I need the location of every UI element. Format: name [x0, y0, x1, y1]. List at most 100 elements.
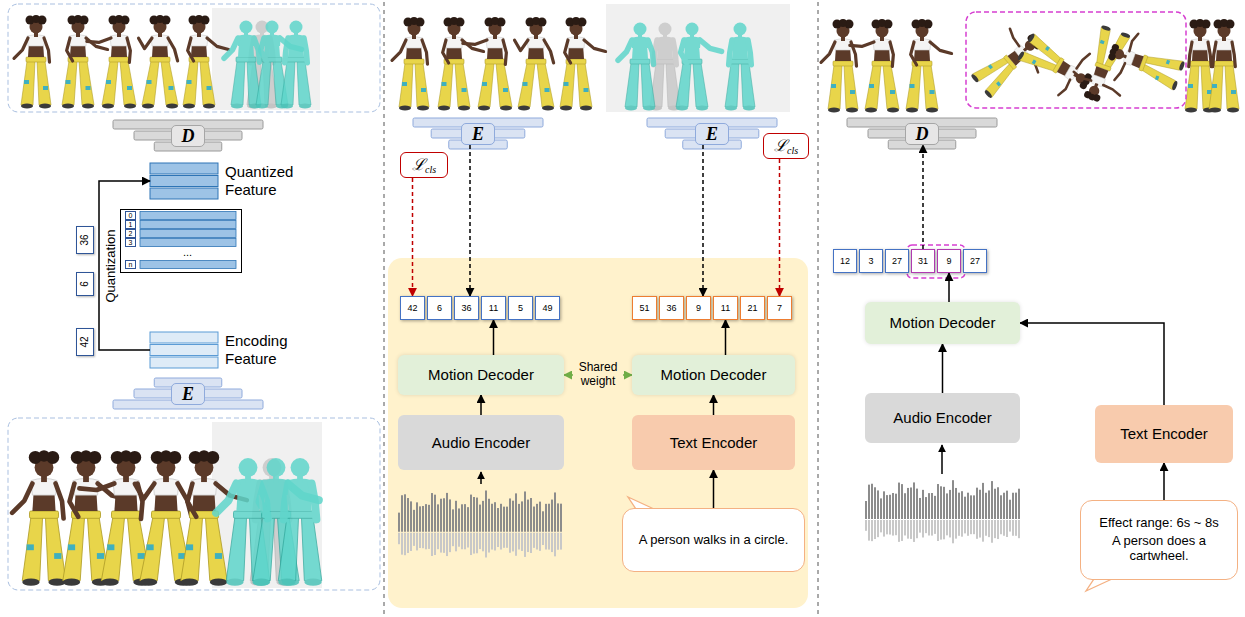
- audio-waveform: [871, 484, 873, 519]
- dancer-figure: [183, 104, 195, 109]
- body-mesh: [741, 63, 755, 107]
- dancer-figure: [56, 484, 64, 519]
- node-text: 9: [696, 304, 701, 313]
- audio-waveform: [865, 480, 1020, 543]
- connector-arrow: [412, 178, 414, 296]
- body-mesh: [676, 23, 722, 111]
- audio-waveform: [1006, 491, 1008, 519]
- encoder-layers: [113, 378, 263, 409]
- audio-waveform: [916, 520, 918, 538]
- audio-waveform: [973, 495, 975, 519]
- dancer-figure: [828, 108, 840, 113]
- input-arrow: [480, 472, 482, 484]
- audio-waveform: [961, 491, 963, 519]
- node-text: Motion Decoder: [890, 314, 996, 331]
- index-cell: n: [125, 260, 136, 269]
- dancer-figure: [14, 15, 51, 109]
- node-text: 7: [777, 304, 782, 313]
- body-mesh: [686, 23, 699, 36]
- audio-waveform: [473, 497, 475, 532]
- dancer-figure: [878, 19, 886, 27]
- dancer-figure: [584, 88, 589, 92]
- dancer-figure: [850, 42, 874, 46]
- dancer-figure: [86, 86, 91, 90]
- dancer-figure: [127, 86, 132, 90]
- dancer-figure: [577, 63, 592, 107]
- dancer-figure: [166, 104, 178, 109]
- body-mesh: [618, 40, 632, 60]
- connector-arrow: [779, 159, 781, 296]
- dancer-figure: [399, 106, 411, 111]
- audio-waveform: [934, 496, 936, 519]
- dancer-figure: [44, 38, 49, 62]
- dancer-figure: [918, 19, 926, 27]
- edge-label: Shared weight: [573, 361, 623, 389]
- index-cell: 2: [125, 229, 136, 238]
- motion-frame: [8, 418, 380, 590]
- audio-waveform: [988, 520, 990, 537]
- dancer-figure: [1129, 33, 1139, 52]
- dancer-figure: [188, 484, 197, 517]
- audio-waveform: [437, 504, 439, 531]
- audio-waveform: [560, 504, 562, 532]
- body-mesh: [239, 458, 258, 477]
- codebook: ...0123n: [120, 209, 242, 273]
- dancer-figure: [1227, 108, 1239, 113]
- dancer-figure: [87, 38, 111, 42]
- audio-waveform: [404, 494, 406, 531]
- audio-waveform: [976, 520, 978, 539]
- dancer-figure: [458, 106, 470, 111]
- dancer-figure: [1209, 65, 1223, 109]
- loss-label: ℒcls: [400, 152, 448, 178]
- motion-frame: [8, 4, 380, 112]
- node-text: 1: [129, 221, 133, 228]
- dancer-figure: [1017, 51, 1025, 61]
- audio-waveform: [865, 520, 867, 531]
- dancer-figure: [410, 17, 418, 25]
- body-mesh: [304, 578, 321, 585]
- body-mesh: [725, 23, 755, 111]
- audio-waveform: [922, 520, 924, 537]
- node-text: 11: [489, 304, 498, 313]
- connector-arrow: [922, 145, 924, 249]
- dancer-figure: [63, 517, 85, 581]
- audio-waveform: [937, 520, 939, 541]
- node-text: 3: [868, 257, 873, 266]
- dancer-figure: [14, 38, 28, 58]
- dancer-figure: [1027, 33, 1035, 43]
- audio-waveform: [1006, 520, 1008, 537]
- token-cell: 11: [713, 296, 738, 320]
- dancer-figure: [850, 19, 899, 113]
- audio-waveform: [467, 507, 469, 532]
- decoder-layers: [847, 118, 997, 149]
- node-text: 36: [666, 304, 676, 313]
- dancer-figure: [417, 106, 429, 111]
- dancer-figure: [188, 38, 194, 61]
- audio-waveform: [931, 493, 933, 519]
- codebook-vectors: [140, 239, 236, 247]
- node-text: 9: [946, 257, 951, 266]
- body-mesh: [253, 517, 275, 581]
- dancer-figure: [205, 517, 227, 581]
- dancer-figure: [544, 40, 554, 63]
- mesh-ground: [606, 4, 790, 112]
- audio-waveform: [952, 480, 954, 519]
- body-mesh: [730, 59, 750, 64]
- dancer-figure: [392, 17, 429, 111]
- audio-waveform: [425, 533, 427, 550]
- audio-waveform: [401, 533, 403, 555]
- feature-bars: [150, 163, 218, 174]
- dancer-figure: [79, 450, 150, 586]
- audio-encoder: Audio Encoder: [398, 415, 564, 470]
- dancer-figure: [443, 40, 449, 63]
- audio-waveform: [497, 533, 499, 547]
- feature-bars: [150, 176, 218, 187]
- dancer-figure: [906, 65, 921, 109]
- dancer-figure: [38, 450, 50, 462]
- dancer-figure: [996, 81, 1001, 86]
- dancer-figure: [478, 63, 494, 107]
- dancer-figure: [1213, 42, 1216, 67]
- dancer-figure: [828, 65, 842, 109]
